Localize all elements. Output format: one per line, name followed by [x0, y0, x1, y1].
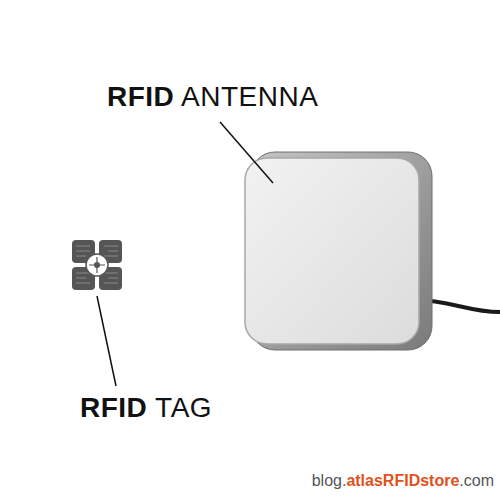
- label-part: blog: [312, 472, 342, 489]
- label-part: RFID: [107, 81, 174, 112]
- label-part: .: [342, 472, 346, 489]
- label-holder: RFID TAG: [80, 391, 212, 425]
- label-part: RFID: [80, 392, 147, 423]
- label-part: atlasRFIDstore: [346, 472, 459, 489]
- watermark: blog.atlasRFIDstore.com: [312, 471, 494, 491]
- label-holder: RFID ANTENNA: [107, 80, 318, 114]
- label-part: .: [459, 472, 463, 489]
- leader-line: [220, 122, 273, 183]
- label-holder: blog.atlasRFIDstore.com: [312, 471, 494, 491]
- part-label: RFID ANTENNA: [107, 80, 318, 114]
- rfid-tag: [72, 240, 122, 290]
- leader-line: [97, 296, 116, 386]
- part-label: RFID TAG: [80, 391, 212, 425]
- label-part: ANTENNA: [174, 81, 318, 112]
- label-part: TAG: [147, 392, 212, 423]
- antenna-face: [245, 158, 419, 344]
- label-part: com: [464, 472, 494, 489]
